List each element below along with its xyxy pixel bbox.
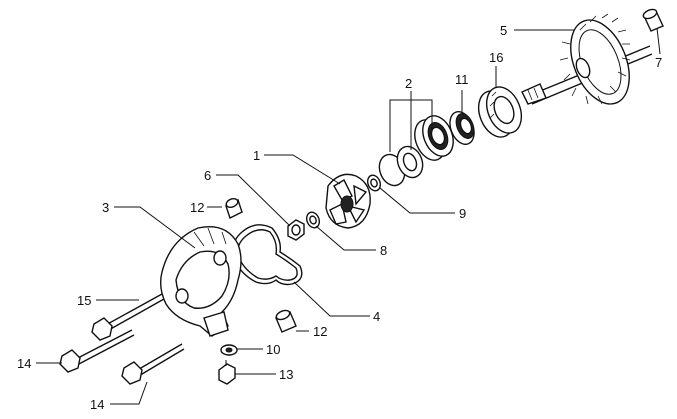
bolt-part-13 [218,360,236,385]
bearing-part-11 [449,111,475,145]
callout-14-lower: 14 [90,397,104,412]
callout-13: 13 [279,367,293,382]
gear-shaft-part [521,13,653,105]
callout-12-upper: 12 [190,200,204,215]
callout-8: 8 [380,243,387,258]
callout-7: 7 [655,55,662,70]
bolt-part-14-upper [59,329,135,373]
callout-labels: 1 2 3 4 5 6 7 8 9 10 11 12 12 13 14 14 1… [17,23,662,412]
dowel-part-12-lower [275,309,297,333]
callout-4: 4 [373,309,380,324]
washer-part-9 [366,174,382,192]
callout-14-upper: 14 [17,356,31,371]
callout-1: 1 [253,148,260,163]
callout-15: 15 [77,293,91,308]
bolt-part-14-lower [121,343,185,385]
impeller-part-1 [325,173,371,229]
sleeve-part-7 [642,8,664,32]
bearing-part-16 [477,86,523,138]
callout-11: 11 [455,72,469,87]
callout-2: 2 [405,76,412,91]
callout-6: 6 [204,168,211,183]
dowel-part-12-upper [225,197,243,219]
pump-cover-part-3 [159,226,242,337]
washer-part-10 [220,344,238,356]
callout-5: 5 [500,23,507,38]
seal-part-2 [378,115,454,187]
callout-10: 10 [266,342,280,357]
washer-part-8 [305,211,321,229]
nut-part-6 [287,219,305,241]
bolt-part-15 [91,293,165,341]
callout-9: 9 [459,206,466,221]
callout-3: 3 [102,200,109,215]
callout-16: 16 [489,50,503,65]
callout-12-lower: 12 [313,324,327,339]
leader-lines [36,27,661,405]
